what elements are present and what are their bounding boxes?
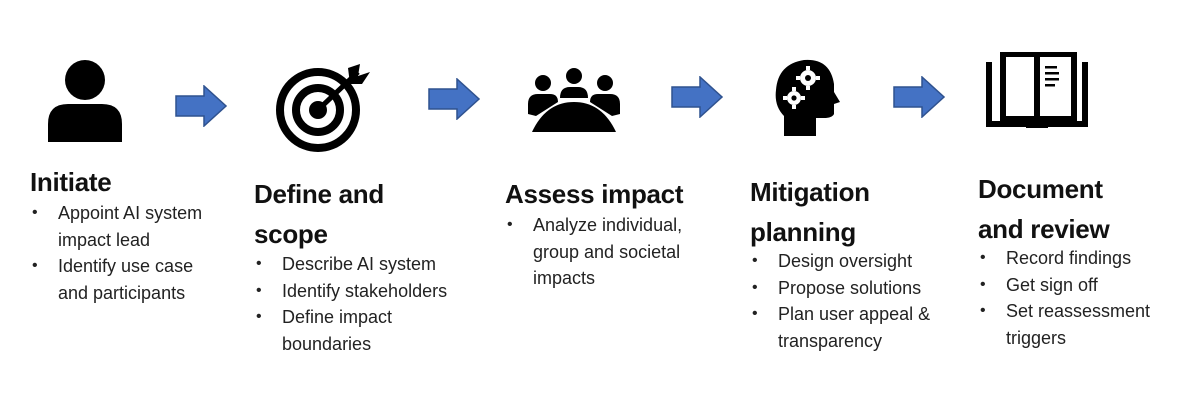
step-title: Initiate xyxy=(30,167,112,197)
head-gears-icon xyxy=(774,58,840,136)
list-item: Define impact boundaries xyxy=(254,304,484,357)
list-item: Get sign off xyxy=(978,272,1188,299)
arrow-right-icon xyxy=(428,78,480,120)
list-item: Record findings xyxy=(978,245,1188,272)
arrow-right-icon xyxy=(175,85,227,127)
list-item: Describe AI system xyxy=(254,251,484,278)
step-title: Assess impact xyxy=(505,179,684,209)
step-bullets: Record findings Get sign off Set reasses… xyxy=(978,245,1188,351)
list-item: Plan user appeal & transparency xyxy=(750,301,960,354)
step-bullets: Design oversight Propose solutions Plan … xyxy=(750,248,960,354)
step-bullets: Appoint AI system impact lead Identify u… xyxy=(30,200,205,306)
person-icon xyxy=(44,58,126,142)
list-item: Appoint AI system impact lead xyxy=(30,200,205,253)
list-item: Identify use case and participants xyxy=(30,253,205,306)
step-title: Mitigation planning xyxy=(750,177,870,247)
step-title: Define and scope xyxy=(254,179,384,249)
list-item: Design oversight xyxy=(750,248,960,275)
list-item: Propose solutions xyxy=(750,275,960,302)
list-item: Set reassessment triggers xyxy=(978,298,1188,351)
meeting-icon xyxy=(526,68,622,132)
list-item: Identify stakeholders xyxy=(254,278,484,305)
list-item: Analyze individual, group and societal i… xyxy=(505,212,695,292)
target-icon xyxy=(274,62,372,154)
step-title: Document and review xyxy=(978,174,1110,244)
step-bullets: Analyze individual, group and societal i… xyxy=(505,212,695,292)
step-bullets: Describe AI system Identify stakeholders… xyxy=(254,251,484,357)
arrow-right-icon xyxy=(671,76,723,118)
arrow-right-icon xyxy=(893,76,945,118)
open-book-icon xyxy=(986,52,1088,128)
